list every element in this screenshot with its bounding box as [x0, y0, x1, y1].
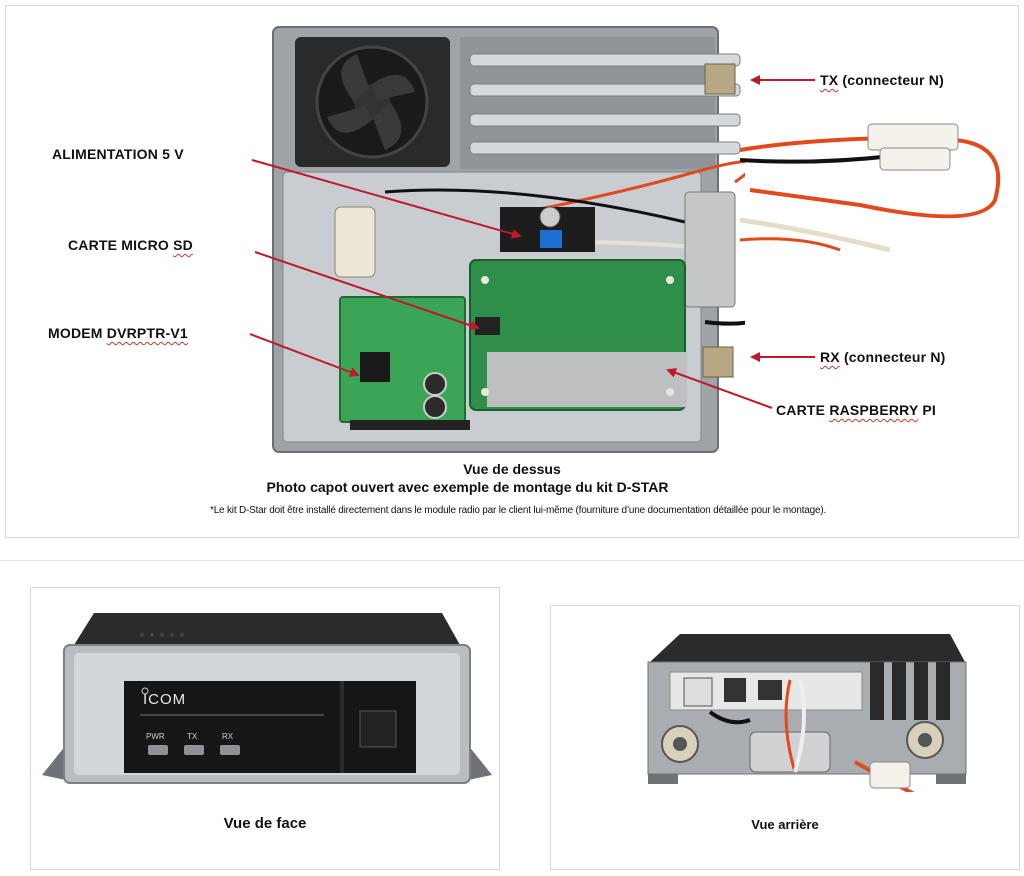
label-tx: TX (connecteur N)	[820, 72, 944, 88]
led-label-pwr: PWR	[146, 732, 165, 741]
device-rear-photo	[647, 634, 967, 792]
caption-front: Vue de face	[223, 815, 307, 832]
label-raspberry: CARTE RASPBERRY PI	[776, 402, 936, 418]
icom-logo: ICOM	[143, 691, 187, 708]
label-rx: RX (connecteur N)	[820, 349, 946, 365]
led-label-rx: RX	[222, 732, 234, 741]
callout-arrows	[249, 75, 815, 409]
caption-rear: Vue arrière	[751, 817, 819, 832]
label-alimentation: ALIMENTATION 5 V	[52, 146, 184, 162]
footnote: *Le kit D-Star doit être installé direct…	[210, 505, 827, 516]
caption-top-title: Vue de dessus	[463, 461, 561, 477]
power-plug-photo	[740, 123, 1001, 253]
device-top-photo	[272, 26, 745, 453]
caption-top-subtitle: Photo capot ouvert avec exemple de monta…	[266, 479, 669, 495]
device-front-photo	[42, 613, 492, 784]
led-label-tx: TX	[187, 732, 198, 741]
label-carte-micro-sd: CARTE MICRO SD	[68, 237, 193, 253]
fan-icon	[327, 54, 415, 150]
label-modem: MODEM DVRPTR-V1	[48, 325, 188, 341]
separator	[0, 560, 1024, 561]
